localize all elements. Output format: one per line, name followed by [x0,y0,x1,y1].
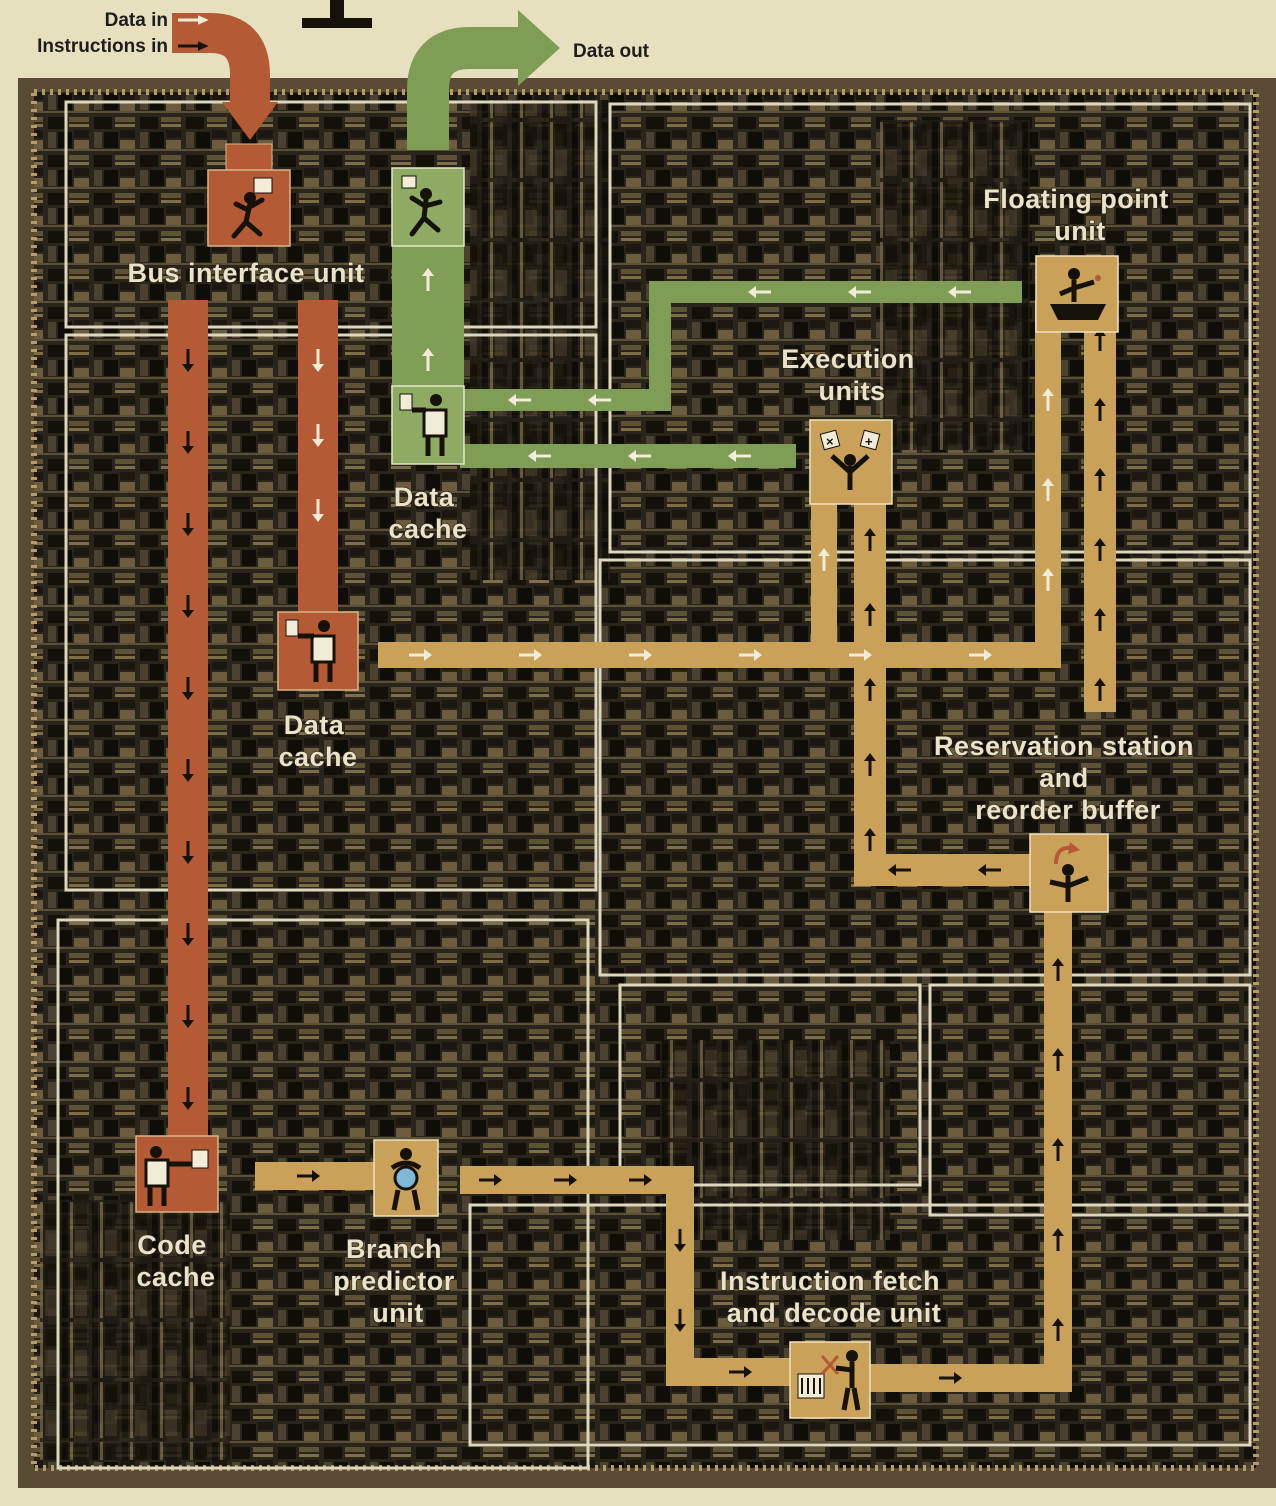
reservation-station-box [1030,834,1108,912]
data-in-label: Data in [105,10,168,31]
code-cache-label-line: Code [137,1230,207,1260]
floating-point-label-line: unit [1054,216,1105,246]
data-cache-lower-label-line: Data [284,710,345,740]
data-cache-upper-box [392,168,464,246]
bus-interface-label: Bus interface unit [127,258,364,288]
data-cache-upper-label-line: Data [394,482,455,512]
t-shape-icon [302,0,372,28]
reservation-station-label-line: and [1039,763,1089,793]
instruction-fetch-label-line: and decode unit [727,1298,942,1328]
execution-units-label-line: Execution [781,344,915,374]
data-cache-read-box [392,386,464,464]
data-cache-lower-label-line: cache [278,742,357,772]
svg-text:+: + [865,434,873,449]
execution-units-label-line: units [819,376,886,406]
branch-predictor-label-line: predictor [333,1266,455,1296]
code-cache-label-line: cache [136,1262,215,1292]
floating-point-label-line: Floating point [983,184,1168,214]
instruction-fetch-box [790,1342,870,1418]
branch-predictor-box [374,1140,438,1216]
execution-units-box: × + [810,420,892,504]
reservation-station-label-line: reorder buffer [975,795,1161,825]
data-cache-upper-label-line: cache [388,514,467,544]
instruction-fetch-label-line: Instruction fetch [720,1266,940,1296]
instructions-in-label: Instructions in [37,36,168,57]
reservation-station-label-line: Reservation station [934,731,1194,761]
data-out-label: Data out [573,41,650,62]
data-cache-lower-box [278,612,358,690]
svg-text:×: × [826,434,834,449]
branch-predictor-label-line: unit [372,1298,423,1328]
branch-predictor-label-line: Branch [346,1234,442,1264]
code-cache-box [136,1136,218,1212]
bus-interface-label-line: Bus interface unit [127,258,364,288]
floating-point-box [1036,256,1118,332]
